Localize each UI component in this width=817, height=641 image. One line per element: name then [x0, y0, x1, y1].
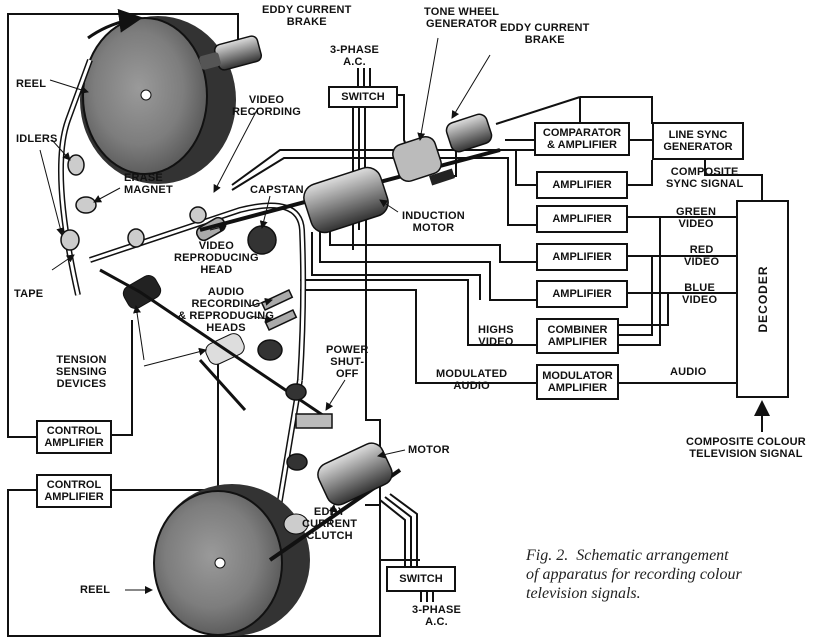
- label-eddy-brake-top: EDDY CURRENT BRAKE: [262, 4, 352, 28]
- amplifier-box: AMPLIFIER: [536, 205, 628, 233]
- label-video-recording: VIDEO RECORDING: [232, 94, 302, 118]
- switch-bottom-box: SWITCH: [386, 566, 456, 592]
- decoder-label: DECODER: [755, 265, 770, 333]
- reel-bottom-drawing: [153, 484, 310, 636]
- label-three-phase-top: 3-PHASE A.C.: [330, 44, 380, 68]
- label-idlers: IDLERS: [16, 133, 58, 145]
- label-induction-motor: INDUCTION MOTOR: [402, 210, 465, 234]
- label-blue-video: BLUE VIDEO: [682, 282, 718, 306]
- label-audio-heads: AUDIO RECORDING & REPRODUCING HEADS: [178, 286, 275, 334]
- label-tone-wheel: TONE WHEEL GENERATOR: [424, 6, 500, 30]
- label-green-video: GREEN VIDEO: [676, 206, 717, 230]
- comparator-box: COMPARATOR & AMPLIFIER: [534, 122, 630, 156]
- label-eddy-brake-right: EDDY CURRENT BRAKE: [500, 22, 590, 46]
- label-motor: MOTOR: [408, 444, 450, 456]
- control-amplifier-box: CONTROL AMPLIFIER: [36, 420, 112, 454]
- label-capstan: CAPSTAN: [250, 184, 304, 196]
- label-reel-top: REEL: [16, 78, 47, 90]
- label-composite-colour: COMPOSITE COLOUR TELEVISION SIGNAL: [686, 436, 806, 460]
- switch-top-box: SWITCH: [328, 86, 398, 108]
- label-power-shutoff: POWER SHUT- OFF: [326, 344, 369, 380]
- label-red-video: RED VIDEO: [684, 244, 720, 268]
- label-audio: AUDIO: [670, 366, 707, 378]
- label-composite-sync: COMPOSITE SYNC SIGNAL: [666, 166, 744, 190]
- amplifier-box: AMPLIFIER: [536, 280, 628, 308]
- reel-top-drawing: [80, 8, 236, 184]
- label-tape: TAPE: [14, 288, 44, 300]
- label-three-phase-bottom: 3-PHASE A.C.: [412, 604, 462, 628]
- amplifier-box: AMPLIFIER: [536, 171, 628, 199]
- modulator-box: MODULATOR AMPLIFIER: [536, 364, 619, 400]
- label-highs-video: HIGHS VIDEO: [478, 324, 514, 348]
- label-tension-devices: TENSION SENSING DEVICES: [56, 354, 107, 390]
- label-modulated-audio: MODULATED AUDIO: [436, 368, 508, 392]
- decoder-box: DECODER: [736, 200, 789, 398]
- line-sync-box: LINE SYNC GENERATOR: [652, 122, 744, 160]
- label-eddy-clutch: EDDY CURRENT CLUTCH: [302, 506, 358, 542]
- label-video-reproducing-head: VIDEO REPRODUCING HEAD: [174, 240, 259, 276]
- amplifier-box: AMPLIFIER: [536, 243, 628, 271]
- figure-caption: Fig. 2. Schematic arrangement of apparat…: [526, 547, 742, 602]
- combiner-box: COMBINER AMPLIFIER: [536, 318, 619, 354]
- control-amplifier-box: CONTROL AMPLIFIER: [36, 474, 112, 508]
- label-reel-bottom: REEL: [80, 584, 111, 596]
- label-erase-magnet: ERASE MAGNET: [124, 172, 173, 196]
